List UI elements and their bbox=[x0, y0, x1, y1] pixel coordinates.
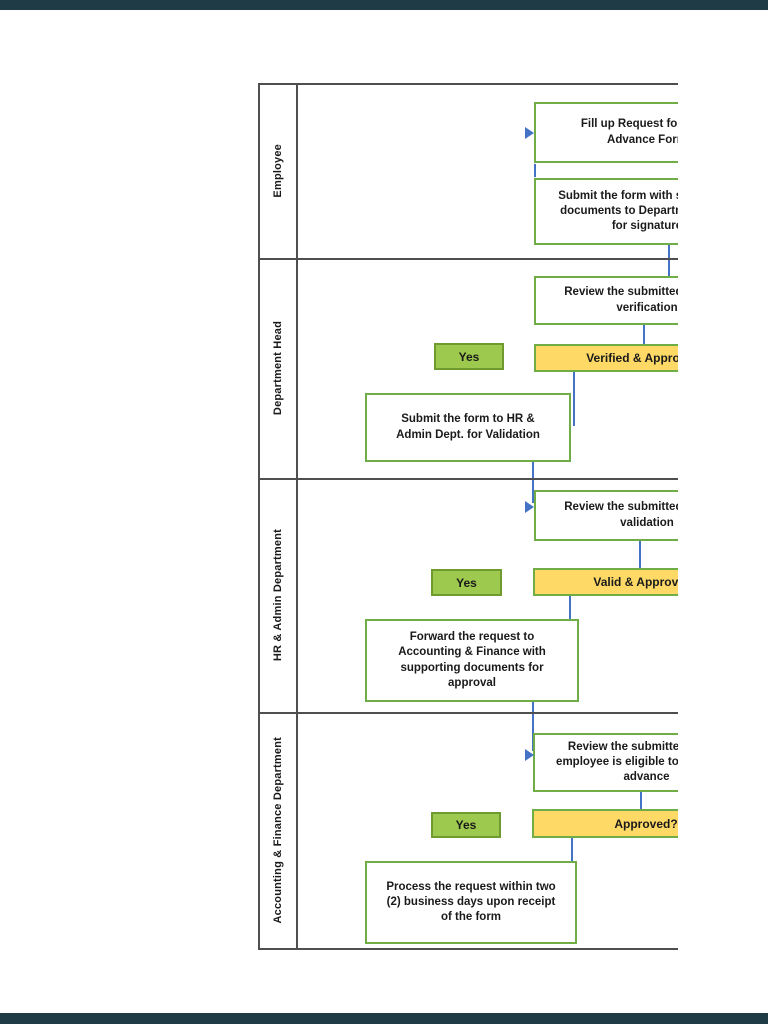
lane-label-text: Employee bbox=[272, 143, 284, 198]
process-box-submit-to-hr: Submit the form to HR & Admin Dept. for … bbox=[365, 393, 571, 462]
arrowhead-icon bbox=[525, 127, 534, 139]
lane-divider-1 bbox=[258, 258, 678, 260]
process-box-forward-request: Forward the request to Accounting & Fina… bbox=[365, 619, 579, 702]
yes-label-department-head: Yes bbox=[434, 343, 504, 370]
connector-decision-to-action-hr bbox=[569, 596, 571, 620]
yes-label-accounting: Yes bbox=[431, 812, 501, 838]
lane-divider-3 bbox=[258, 712, 678, 714]
viewer-top-bar bbox=[0, 0, 768, 10]
lane-border-top bbox=[258, 83, 678, 85]
lane-label-accounting-finance: Accounting & Finance Department bbox=[260, 714, 296, 946]
connector-fill-to-submit bbox=[534, 164, 536, 177]
decision-box-verified-approved: Verified & Approved? bbox=[534, 344, 678, 372]
process-box-process-request: Process the request within two (2) busin… bbox=[365, 861, 577, 944]
lane-divider-2 bbox=[258, 478, 678, 480]
connector-decision-to-action-af bbox=[571, 838, 573, 862]
lane-label-employee: Employee bbox=[260, 85, 296, 256]
lane-label-hr-admin: HR & Admin Department bbox=[260, 480, 296, 710]
connector-review-to-decision-dh bbox=[643, 325, 645, 345]
lane-label-text: Accounting & Finance Department bbox=[272, 736, 284, 924]
connector-decision-to-action-dh bbox=[573, 372, 575, 426]
viewer-bottom-bar bbox=[0, 1013, 768, 1024]
process-box-fill-form: Fill up Request for Cash Advance Form bbox=[534, 102, 678, 163]
process-box-review-validation: Review the submitted form for validation bbox=[534, 490, 678, 541]
lane-label-department-head: Department Head bbox=[260, 260, 296, 476]
arrowhead-icon bbox=[525, 749, 534, 761]
label-column-divider bbox=[296, 83, 298, 950]
decision-box-approved: Approved? bbox=[532, 809, 678, 838]
lane-border-bottom bbox=[258, 948, 678, 950]
arrowhead-icon bbox=[525, 501, 534, 513]
lane-label-text: Department Head bbox=[272, 320, 284, 416]
connector-submit-to-review-dh bbox=[668, 245, 670, 277]
process-box-review-verification: Review the submitted form for verificati… bbox=[534, 276, 678, 325]
connector-dh-to-hr bbox=[532, 461, 534, 503]
connector-review-to-decision-af bbox=[640, 792, 642, 810]
connector-review-to-decision-hr bbox=[639, 541, 641, 569]
flowchart-page: Employee Department Head HR & Admin Depa… bbox=[258, 83, 678, 950]
table-left-border bbox=[258, 83, 260, 950]
process-box-submit-form: Submit the form with supporting document… bbox=[534, 178, 678, 245]
yes-label-hr-admin: Yes bbox=[431, 569, 502, 596]
connector-hr-to-accounting bbox=[532, 701, 534, 751]
lane-label-text: HR & Admin Department bbox=[272, 528, 284, 662]
process-box-review-eligibility: Review the submitted form if employee is… bbox=[533, 733, 678, 792]
decision-box-valid-approved: Valid & Approved? bbox=[533, 568, 678, 596]
